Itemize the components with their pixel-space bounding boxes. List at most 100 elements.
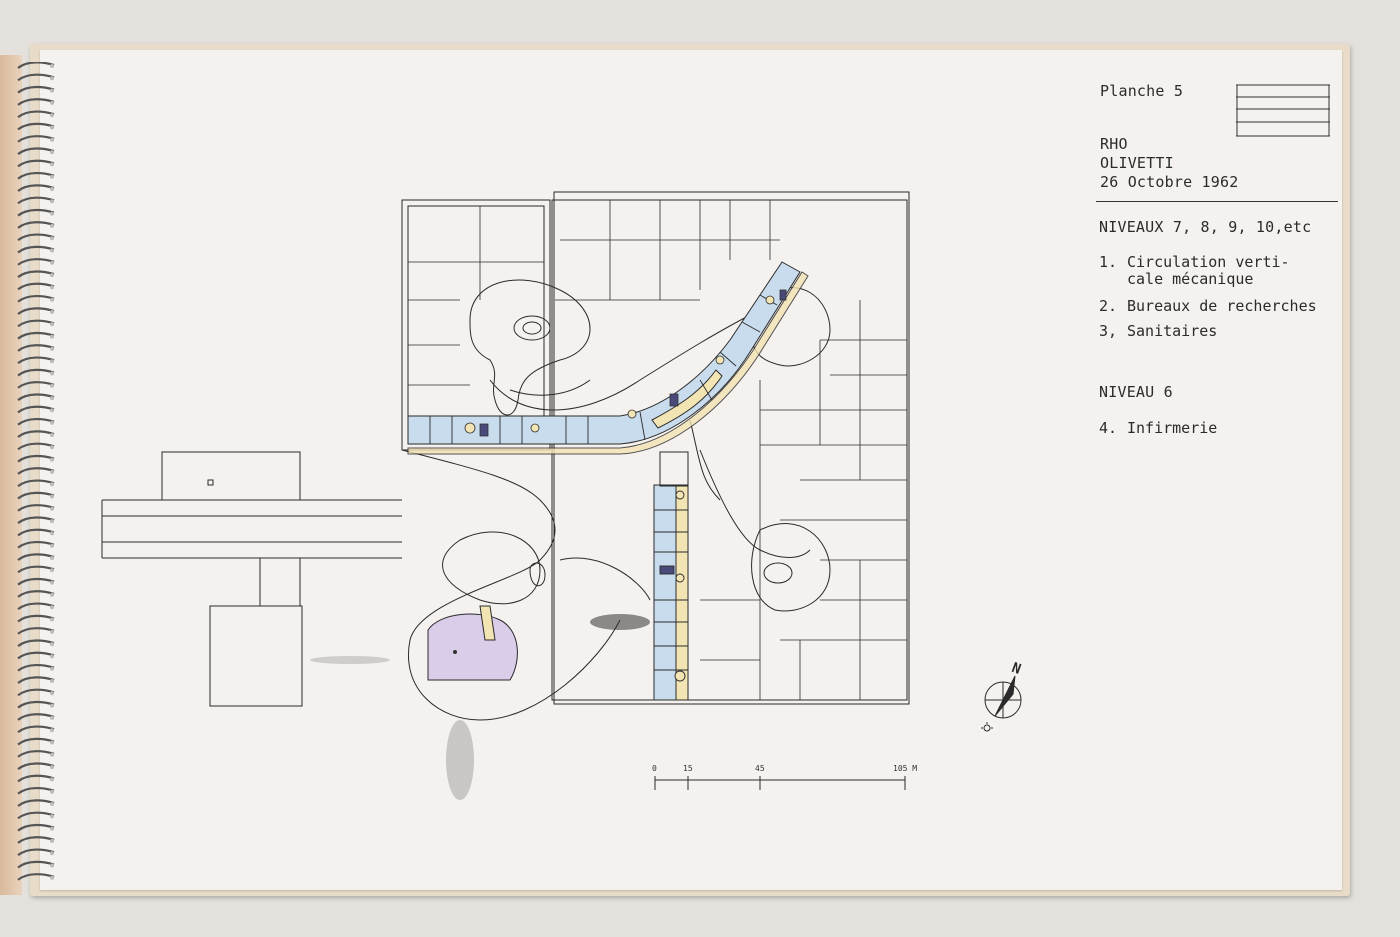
south-pavilion	[209, 605, 303, 707]
spiral-binding-icon	[17, 62, 55, 881]
spiral-hole	[50, 334, 54, 339]
spiral-hole	[50, 113, 54, 118]
spiral-hole	[50, 679, 54, 683]
ground-stipple	[310, 614, 650, 800]
research-corridor-upper	[407, 261, 801, 445]
spiral-hole	[50, 88, 54, 93]
spiral-hole	[50, 568, 54, 573]
spiral-hole	[50, 137, 54, 142]
scale-tick-15: 15	[683, 764, 693, 773]
project-name: RHO	[1100, 135, 1128, 153]
sheet-date: 26 Octobre 1962	[1100, 173, 1239, 191]
spiral-hole	[50, 543, 54, 548]
spiral-hole	[50, 162, 54, 167]
spiral-hole	[50, 666, 54, 671]
spiral-hole	[50, 519, 54, 524]
legend-item-2: 2.Bureaux de recherches	[1099, 297, 1317, 315]
spiral-hole	[50, 556, 54, 560]
spiral-hole	[50, 777, 54, 782]
spiral-coil	[17, 860, 55, 869]
spiral-hole	[50, 482, 54, 487]
spiral-hole	[50, 826, 54, 831]
spiral-hole	[50, 531, 54, 536]
legend-item-1: 1.Circulation verti-	[1099, 253, 1290, 271]
legend-heading-lower: NIVEAU 6	[1099, 383, 1173, 401]
spiral-hole	[50, 187, 54, 191]
spiral-hole	[50, 506, 54, 511]
scale-tick-45: 45	[755, 764, 765, 773]
spiral-hole	[50, 273, 54, 278]
planche-number: Planche 5	[1100, 82, 1184, 100]
spiral-hole	[50, 248, 54, 253]
spiral-hole	[50, 494, 54, 499]
drawing-sheet	[40, 50, 1342, 890]
spiral-hole	[50, 310, 54, 314]
legend-heading-upper: NIVEAUX 7, 8, 9, 10,etc	[1099, 218, 1312, 236]
spiral-hole	[50, 838, 54, 843]
loop-center	[442, 531, 541, 605]
spiral-hole	[50, 199, 54, 204]
scale-tick-0: 0	[652, 764, 657, 773]
spiral-hole	[50, 285, 54, 290]
spiral-hole	[50, 383, 54, 388]
spiral-hole	[50, 125, 54, 130]
north-wing-block	[401, 199, 551, 451]
spiral-hole	[50, 789, 54, 794]
spiral-hole	[50, 433, 54, 437]
spiral-hole	[50, 654, 54, 659]
spiral-coil	[17, 873, 55, 881]
legend-item-4: 4.Infirmerie	[1099, 419, 1218, 437]
spiral-hole	[50, 150, 54, 155]
spiral-hole	[50, 174, 54, 179]
spiral-hole	[50, 359, 54, 364]
spiral-hole	[50, 211, 54, 216]
spiral-hole	[50, 408, 54, 413]
spiral-hole	[50, 617, 54, 622]
spiral-hole	[50, 260, 54, 265]
legend-item-1-cont: cale mécanique	[1127, 270, 1254, 288]
spiral-hole	[50, 322, 54, 327]
spiral-hole	[50, 605, 54, 610]
spiral-hole	[50, 765, 54, 770]
spiral-hole	[50, 875, 54, 880]
spiral-hole	[50, 814, 54, 819]
spiral-hole	[50, 457, 54, 462]
title-block-grid	[1236, 84, 1330, 137]
infirmary-area	[427, 613, 518, 681]
spiral-hole	[50, 396, 54, 401]
spiral-hole	[50, 802, 54, 806]
loop-north	[469, 279, 591, 416]
north-arrow-icon	[981, 675, 1022, 732]
spiral-hole	[50, 64, 54, 68]
floor-plan-drawing	[101, 191, 1022, 800]
spiral-hole	[50, 346, 54, 351]
spiral-hole	[50, 629, 54, 634]
spiral-hole	[50, 100, 54, 105]
access-road	[102, 499, 402, 559]
scale-bar	[654, 776, 906, 790]
west-pavilion	[161, 451, 301, 501]
scale-tick-105: 105 M	[893, 764, 918, 773]
spiral-hole	[50, 592, 54, 597]
spiral-hole	[50, 420, 54, 425]
spiral-hole	[50, 236, 54, 241]
spiral-hole	[50, 371, 54, 376]
spiral-hole	[50, 76, 54, 81]
spiral-hole	[50, 223, 54, 228]
left-page-edge	[0, 55, 22, 895]
spiral-hole	[50, 691, 54, 696]
spiral-hole	[50, 580, 54, 585]
spiral-hole	[50, 728, 54, 733]
spiral-hole	[50, 445, 54, 450]
spiral-hole	[50, 863, 54, 868]
loop-south	[751, 523, 831, 612]
spiral-hole	[50, 469, 54, 474]
spiral-hole	[50, 642, 54, 647]
legend-item-3: 3,Sanitaires	[1099, 322, 1218, 340]
spiral-hole	[50, 703, 54, 708]
spiral-hole	[50, 740, 54, 745]
spiral-hole	[50, 715, 54, 720]
title-block-rule	[1096, 201, 1338, 202]
spiral-coil	[17, 848, 55, 857]
